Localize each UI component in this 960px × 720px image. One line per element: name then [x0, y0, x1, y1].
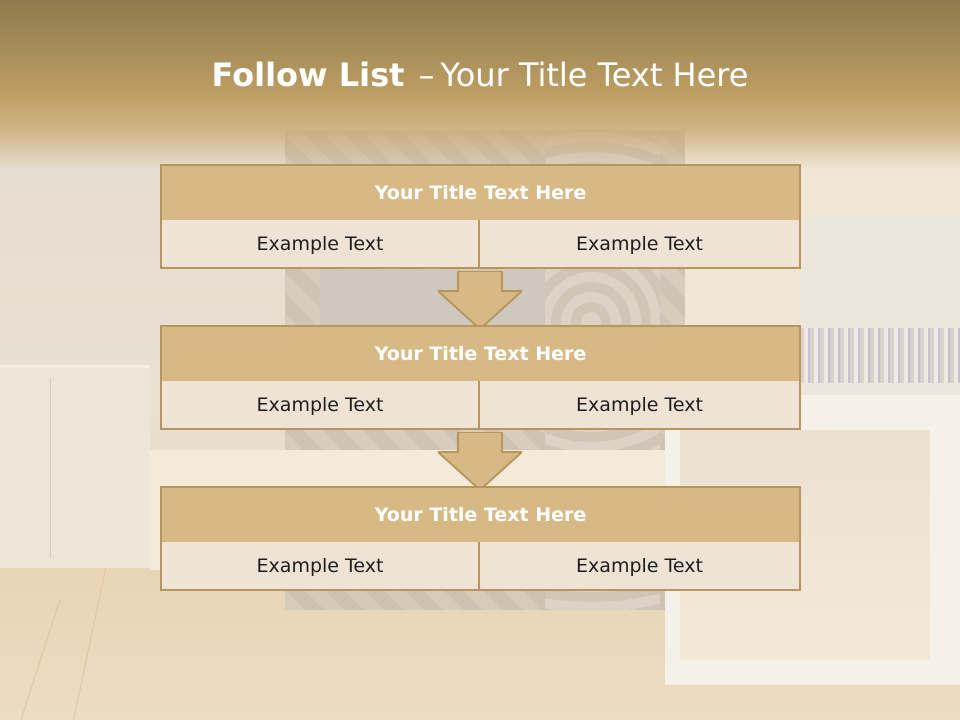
title-rest: Your Title Text Here: [440, 56, 749, 94]
step-cell-left: Example Text: [160, 542, 480, 591]
flow-step-1: Your Title Text Here Example Text Exampl…: [160, 164, 801, 271]
slide-title: Follow List–Your Title Text Here: [0, 56, 960, 94]
bg-bookshelf: [800, 328, 960, 383]
step-cell-right: Example Text: [478, 381, 801, 430]
step-cell-right: Example Text: [478, 220, 801, 269]
step-cell-left: Example Text: [160, 381, 480, 430]
down-arrow-icon: [438, 432, 522, 490]
flow-step-3: Your Title Text Here Example Text Exampl…: [160, 486, 801, 593]
title-separator: –: [418, 56, 435, 94]
step-heading: Your Title Text Here: [160, 325, 801, 383]
title-bold: Follow List: [211, 56, 405, 94]
down-arrow-icon: [438, 271, 522, 329]
header-band: [0, 0, 960, 170]
step-heading: Your Title Text Here: [160, 164, 801, 222]
step-heading: Your Title Text Here: [160, 486, 801, 544]
bg-cabinet: [0, 365, 150, 568]
flow-step-2: Your Title Text Here Example Text Exampl…: [160, 325, 801, 432]
step-cell-right: Example Text: [478, 542, 801, 591]
step-cell-left: Example Text: [160, 220, 480, 269]
